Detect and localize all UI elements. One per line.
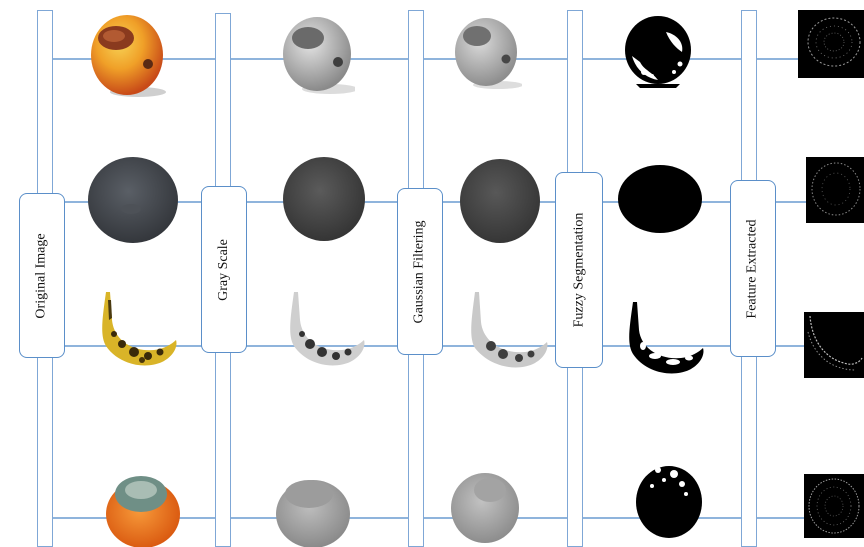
dark-fruit-original-image — [87, 155, 179, 245]
orange-original-image — [105, 472, 181, 547]
apple-gaussian-filtering — [452, 14, 522, 90]
banana-feature-extracted — [804, 312, 864, 378]
orange-feature-extracted — [804, 474, 864, 538]
stage-feature-extracted: Feature Extracted — [730, 180, 776, 357]
orange-gaussian-filtering — [450, 466, 520, 544]
stage-label: Gray Scale — [216, 239, 232, 301]
dark-fruit-gaussian-filtering — [459, 158, 542, 244]
dark-fruit-gray-scale — [282, 156, 366, 242]
orange-fuzzy-segmentation — [634, 458, 704, 540]
stage-original-image: Original Image — [19, 193, 65, 358]
banana-original-image — [98, 290, 180, 370]
stage-fuzzy-segmentation: Fuzzy Segmentation — [555, 172, 603, 368]
apple-fuzzy-segmentation — [622, 12, 694, 88]
stage-gaussian-filtering: Gaussian Filtering — [397, 188, 443, 355]
apple-original-image — [88, 12, 166, 98]
stage-label: Fuzzy Segmentation — [571, 213, 587, 328]
apple-gray-scale — [280, 14, 355, 94]
stage-label: Original Image — [34, 233, 50, 318]
stage-gray-scale: Gray Scale — [201, 186, 247, 353]
dark-fruit-fuzzy-segmentation — [617, 164, 703, 234]
stage-label: Gaussian Filtering — [412, 220, 428, 323]
stage-label: Feature Extracted — [745, 219, 761, 318]
banana-fuzzy-segmentation — [627, 300, 709, 378]
apple-feature-extracted — [798, 10, 864, 78]
dark-fruit-feature-extracted — [806, 157, 864, 223]
orange-gray-scale — [275, 472, 352, 547]
banana-gray-scale — [288, 290, 368, 370]
banana-gaussian-filtering — [467, 290, 553, 374]
